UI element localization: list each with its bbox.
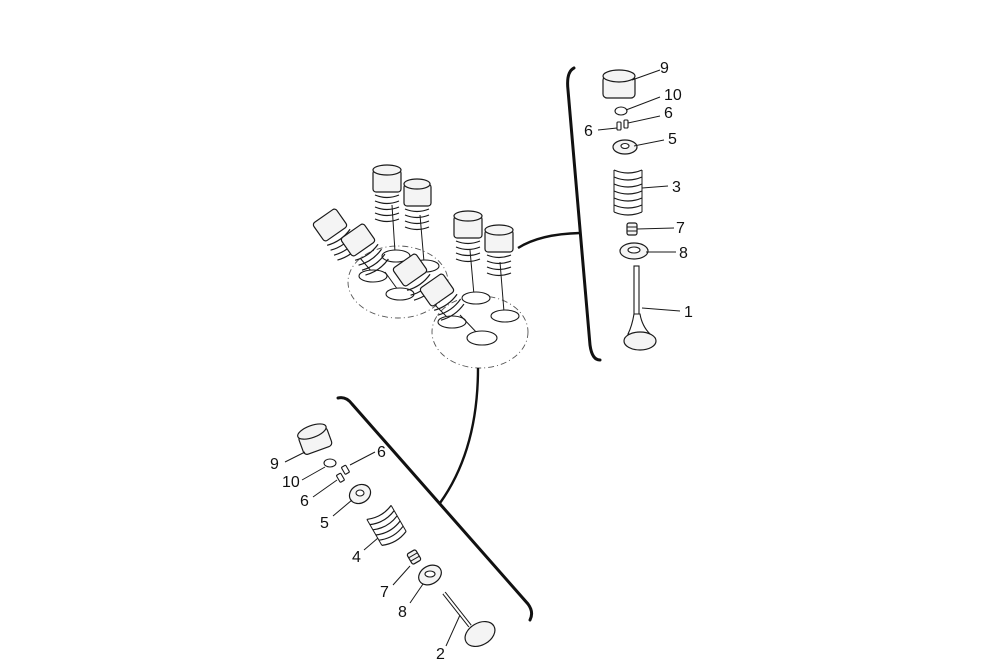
tappet-9-icon <box>602 69 636 99</box>
detail-intake-valve: 9 10 6 6 5 3 7 8 1 <box>566 60 693 362</box>
shim-10-icon-b <box>323 458 337 468</box>
callout-top-10: 10 <box>664 87 682 104</box>
callout-top-7: 7 <box>676 220 685 237</box>
bracket-bottom <box>336 396 534 622</box>
callout-bottom-2: 2 <box>436 646 445 663</box>
stem-seal-7-icon-b <box>406 549 422 565</box>
cotters-6-icon <box>616 119 629 131</box>
stem-seal-7-icon <box>626 222 638 236</box>
retainer-5-icon-b <box>348 483 372 505</box>
valve-group-rear <box>372 164 520 323</box>
spring-seat-8-icon <box>619 242 649 260</box>
callout-bottom-6b: 6 <box>300 493 309 510</box>
callout-bottom-4: 4 <box>352 549 361 566</box>
valve-2-icon <box>442 591 496 648</box>
callout-bottom-5: 5 <box>320 515 329 532</box>
connector-top <box>517 231 581 250</box>
callout-top-1: 1 <box>684 304 693 321</box>
spring-seat-8-icon-b <box>418 564 442 586</box>
valve-group-front <box>312 208 498 346</box>
callout-bottom-9: 9 <box>270 456 279 473</box>
callout-bottom-6a: 6 <box>377 444 386 461</box>
spring-3-icon <box>613 169 643 216</box>
cotters-6-icon-b <box>336 464 350 483</box>
callout-bottom-10: 10 <box>282 474 300 491</box>
callout-bottom-7: 7 <box>380 584 389 601</box>
callout-top-8: 8 <box>679 245 688 262</box>
bracket-top <box>566 66 602 362</box>
callout-top-3: 3 <box>672 179 681 196</box>
retainer-5-icon <box>612 139 638 155</box>
callout-top-6b: 6 <box>584 123 593 140</box>
callout-top-6a: 6 <box>664 105 673 122</box>
tappet-9-icon-b <box>297 423 333 455</box>
spring-4-icon <box>366 505 407 546</box>
callout-top-9: 9 <box>660 60 669 77</box>
callout-top-5: 5 <box>668 131 677 148</box>
valve-assembly-overview <box>312 164 529 369</box>
detail-exhaust-valve: 9 10 6 6 5 4 7 8 2 <box>270 396 534 663</box>
connector-bottom <box>439 367 480 504</box>
valve-1-icon <box>623 265 657 351</box>
callout-bottom-8: 8 <box>398 604 407 621</box>
shim-10-icon <box>614 106 628 116</box>
